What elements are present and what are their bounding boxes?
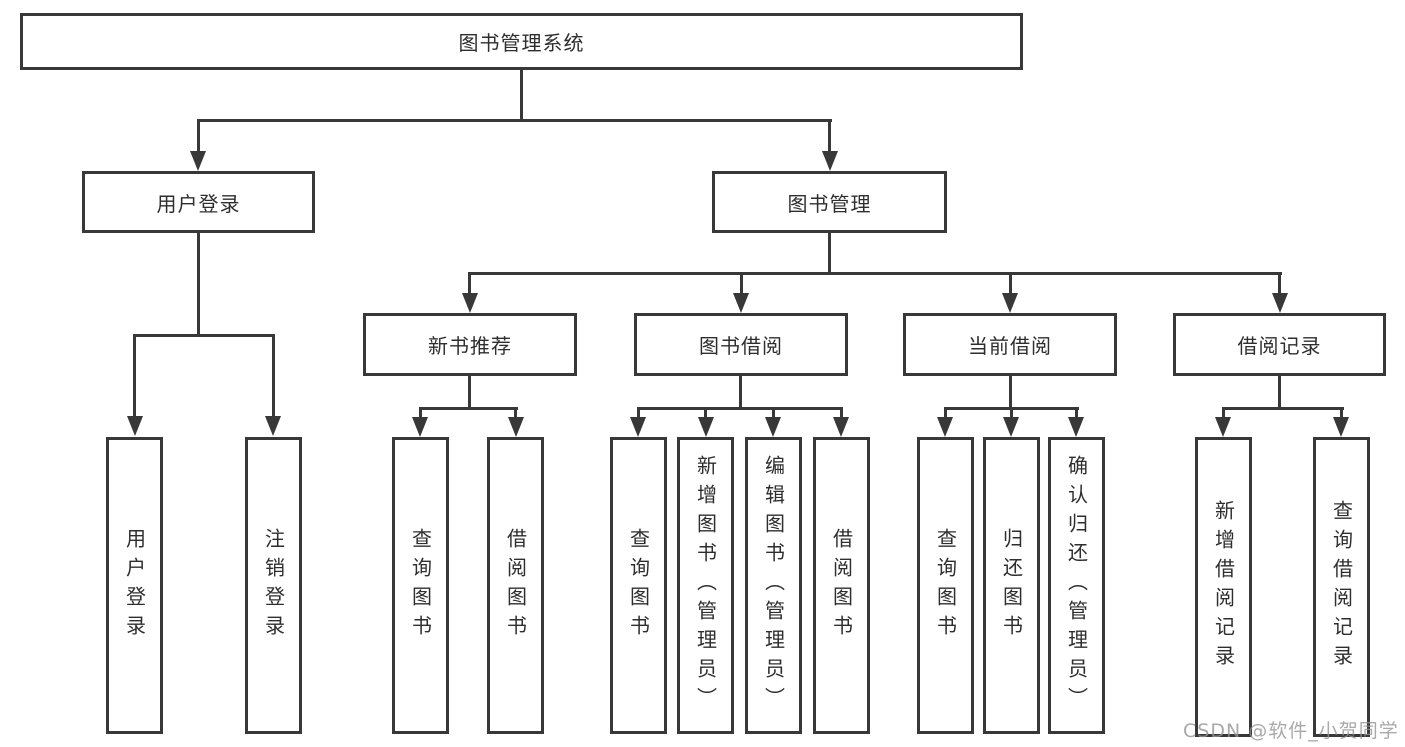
connector-segment xyxy=(468,376,471,410)
arrow-down-icon xyxy=(1003,417,1019,437)
connector-segment xyxy=(197,119,832,122)
connector-segment xyxy=(1278,376,1281,410)
arrow-down-icon xyxy=(1002,293,1018,313)
connector-segment xyxy=(1340,407,1343,421)
connector-segment xyxy=(1075,407,1078,421)
connector-segment xyxy=(740,272,743,296)
connector-segment xyxy=(772,407,775,421)
leaf-confirm-return-admin: 确认归还（管理员） xyxy=(1048,437,1105,734)
connector-segment xyxy=(520,70,523,122)
arrow-down-icon xyxy=(833,417,849,437)
arrow-down-icon xyxy=(462,293,478,313)
connector-segment xyxy=(272,334,275,418)
connector-segment xyxy=(419,407,518,410)
node-borrowing-records: 借阅记录 xyxy=(1173,313,1386,376)
leaf-add-borrow-record: 新增借阅记录 xyxy=(1195,437,1252,737)
node-new-book-recommend: 新书推荐 xyxy=(363,313,577,376)
leaf-label: 查询图书 xyxy=(933,527,958,644)
leaf-borrow-books-recommend: 借阅图书 xyxy=(487,437,544,734)
leaf-label: 归还图书 xyxy=(999,527,1024,644)
leaf-label: 借阅图书 xyxy=(829,527,854,644)
connector-segment xyxy=(1009,376,1012,410)
csdn-watermark: CSDN @软件_小贺同学 xyxy=(1183,720,1399,742)
arrow-down-icon xyxy=(698,417,714,437)
connector-segment xyxy=(828,119,831,153)
leaf-label: 编辑图书（管理员） xyxy=(761,455,786,716)
arrow-down-icon xyxy=(1215,417,1231,437)
connector-segment xyxy=(197,119,200,153)
connector-segment xyxy=(1278,272,1281,296)
leaf-label: 查询图书 xyxy=(626,527,651,644)
arrow-down-icon xyxy=(127,416,143,436)
leaf-return-books: 归还图书 xyxy=(983,437,1040,734)
connector-segment xyxy=(840,407,843,421)
connector-segment xyxy=(828,233,831,275)
arrow-down-icon xyxy=(508,417,524,437)
leaf-label: 查询借阅记录 xyxy=(1329,500,1354,674)
connector-segment xyxy=(704,407,707,421)
leaf-query-books-borrowing: 查询图书 xyxy=(610,437,667,734)
arrow-down-icon xyxy=(1272,293,1288,313)
arrow-down-icon xyxy=(765,417,781,437)
connector-segment xyxy=(133,334,136,418)
connector-segment xyxy=(197,233,200,337)
arrow-down-icon xyxy=(937,417,953,437)
connector-segment xyxy=(1222,407,1344,410)
connector-segment xyxy=(419,407,422,421)
connector-segment xyxy=(514,407,517,421)
leaf-query-borrow-record: 查询借阅记录 xyxy=(1313,437,1370,737)
arrow-down-icon xyxy=(1333,417,1349,437)
connector-segment xyxy=(468,272,1282,275)
connector-segment xyxy=(739,376,742,410)
connector-segment xyxy=(1222,407,1225,421)
arrow-down-icon xyxy=(412,417,428,437)
connector-segment xyxy=(637,407,843,410)
leaf-label: 新增图书（管理员） xyxy=(693,455,718,716)
connector-segment xyxy=(637,407,640,421)
leaf-label: 确认归还（管理员） xyxy=(1064,455,1089,716)
leaf-label: 新增借阅记录 xyxy=(1211,500,1236,674)
arrow-down-icon xyxy=(733,293,749,313)
arrow-down-icon xyxy=(822,151,838,171)
leaf-query-books-current: 查询图书 xyxy=(917,437,974,734)
leaf-borrow-books-borrowing: 借阅图书 xyxy=(813,437,870,734)
arrow-down-icon xyxy=(630,417,646,437)
leaf-label: 用户登录 xyxy=(122,527,147,644)
connector-segment xyxy=(468,272,471,296)
leaf-logout: 注销登录 xyxy=(245,437,302,734)
leaf-user-login: 用户登录 xyxy=(106,437,163,734)
node-user-login: 用户登录 xyxy=(82,171,315,233)
leaf-label: 注销登录 xyxy=(261,527,286,644)
node-book-management: 图书管理 xyxy=(712,171,947,233)
leaf-add-book-admin: 新增图书（管理员） xyxy=(677,437,734,734)
leaf-edit-book-admin: 编辑图书（管理员） xyxy=(745,437,802,734)
connector-segment xyxy=(944,407,947,421)
leaf-label: 借阅图书 xyxy=(503,527,528,644)
arrow-down-icon xyxy=(190,151,206,171)
node-current-borrowing: 当前借阅 xyxy=(903,313,1117,376)
connector-segment xyxy=(1009,272,1012,296)
connector-segment xyxy=(133,334,275,337)
node-book-borrowing: 图书借阅 xyxy=(634,313,848,376)
node-root: 图书管理系统 xyxy=(20,13,1023,70)
leaf-label: 查询图书 xyxy=(408,527,433,644)
leaf-query-books-recommend: 查询图书 xyxy=(392,437,449,734)
arrow-down-icon xyxy=(1068,417,1084,437)
arrow-down-icon xyxy=(265,416,281,436)
connector-segment xyxy=(1010,407,1013,421)
